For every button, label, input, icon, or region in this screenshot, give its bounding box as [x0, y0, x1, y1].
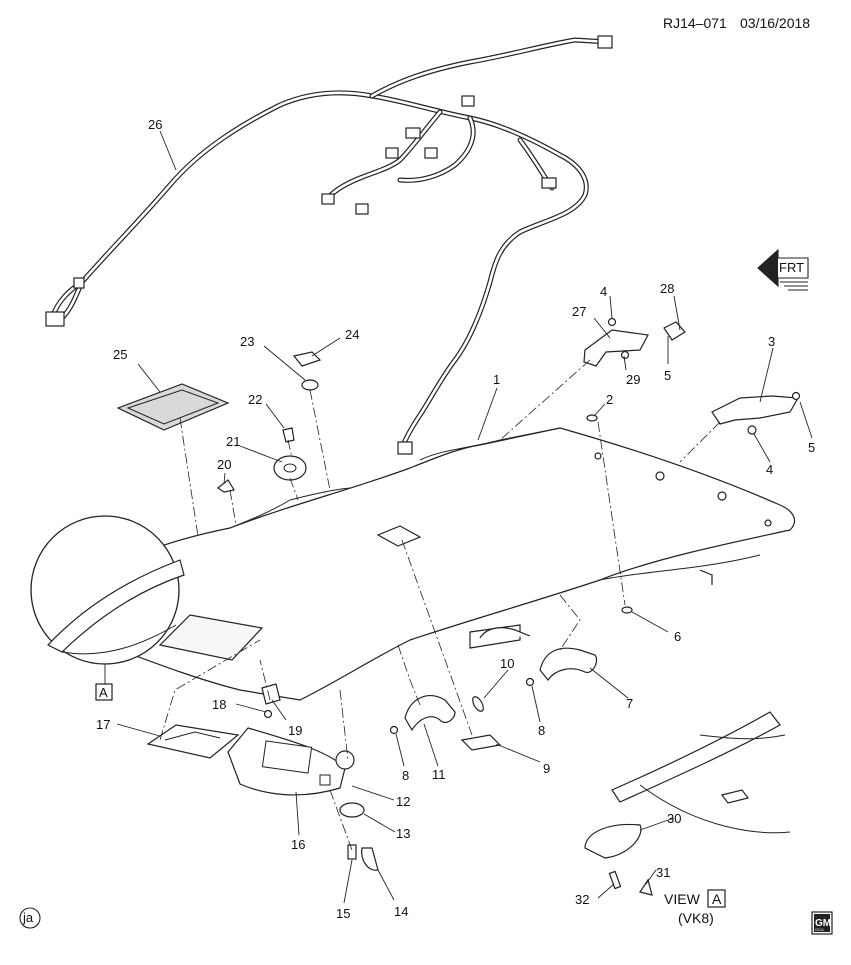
callout-6: 6 [674, 629, 681, 644]
callout-labels: 1 2 3 4 4 5 5 6 7 8 8 9 10 11 12 13 14 1… [96, 117, 815, 921]
callout-21: 21 [226, 434, 240, 449]
callout-27: 27 [572, 304, 586, 319]
view-word: VIEW [664, 891, 701, 907]
callout-22: 22 [248, 392, 262, 407]
callout-20: 20 [217, 457, 231, 472]
callout-26: 26 [148, 117, 162, 132]
detail-magnifier: A [30, 515, 185, 701]
detail-ref-label: A [99, 685, 108, 700]
assist-handle-11 [404, 695, 456, 732]
fastener-2 [586, 414, 598, 422]
small-clip [216, 479, 235, 493]
gm-logo-text: GM [815, 918, 831, 929]
callout-8a: 8 [538, 723, 545, 738]
callout-23: 23 [240, 334, 254, 349]
clip-28 [663, 321, 686, 341]
artist-mark-icon [19, 907, 41, 929]
headliner-pad [116, 383, 230, 431]
callout-30: 30 [667, 811, 681, 826]
callout-4b: 4 [766, 462, 773, 477]
callout-5a: 5 [664, 368, 671, 383]
callout-16: 16 [291, 837, 305, 852]
view-ref-box [707, 889, 726, 908]
callout-14: 14 [394, 904, 408, 919]
callout-5b: 5 [808, 440, 815, 455]
callout-11: 11 [432, 767, 446, 782]
lamp-bulb [472, 696, 484, 712]
grommet [301, 379, 319, 391]
gm-logo-sub: GCA [815, 927, 824, 932]
diagram-ref: RJ14–071 [663, 15, 727, 31]
callout-28: 28 [660, 281, 674, 296]
sunshade-pivot [335, 750, 355, 770]
bracket-27 [583, 329, 649, 367]
callout-32: 32 [575, 892, 589, 907]
bracket-3 [711, 395, 799, 425]
callout-2: 2 [606, 392, 613, 407]
pin-15 [347, 844, 357, 860]
callout-10: 10 [500, 656, 514, 671]
callout-19: 19 [288, 723, 302, 738]
gm-logo-icon: GM GCA [811, 911, 833, 935]
callout-8b: 8 [402, 768, 409, 783]
retainer-clip [282, 427, 295, 443]
leader-lines [116, 130, 813, 904]
callout-4a: 4 [600, 284, 607, 299]
callout-24: 24 [345, 327, 359, 342]
clip-part [292, 351, 322, 367]
artist-initials: ja [22, 910, 34, 925]
callout-25: 25 [113, 347, 127, 362]
callout-9: 9 [543, 761, 550, 776]
diagram-date: 03/16/2018 [740, 15, 810, 31]
speaker-retainer [273, 455, 307, 481]
assist-handle-7 [539, 647, 598, 682]
console-30 [584, 823, 642, 859]
callout-15: 15 [336, 906, 350, 921]
callout-1: 1 [493, 372, 500, 387]
sunshade-clip-14 [361, 847, 379, 871]
callout-12: 12 [396, 794, 410, 809]
front-arrow-icon: FRT [757, 248, 809, 291]
detail-ref-box [95, 683, 113, 701]
view-code: (VK8) [678, 910, 714, 926]
callout-31: 31 [656, 865, 670, 880]
sunshade-cover [339, 802, 365, 818]
callout-3: 3 [768, 334, 775, 349]
front-arrow-label: FRT [779, 260, 804, 275]
callout-29: 29 [626, 372, 640, 387]
view-a-detail [584, 711, 791, 896]
assembly-lines [159, 359, 721, 851]
callout-17: 17 [96, 717, 110, 732]
callout-7: 7 [626, 696, 633, 711]
callout-13: 13 [396, 826, 410, 841]
console-17 [146, 724, 240, 759]
reading-lamp [460, 734, 502, 751]
headliner-panel [59, 427, 795, 701]
clip-19 [261, 683, 281, 705]
wiring-harness [45, 35, 613, 455]
callout-18: 18 [212, 697, 226, 712]
view-ref: A [712, 891, 722, 907]
fastener-6 [621, 606, 633, 614]
